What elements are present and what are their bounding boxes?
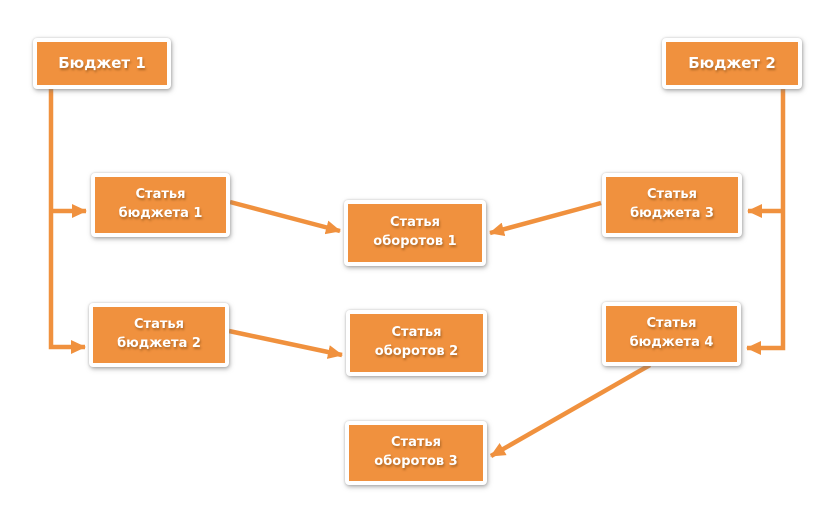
- node-turnover-article-1: Статья оборотов 1: [344, 200, 486, 266]
- node-budget-2: Бюджет 2: [662, 38, 802, 89]
- node-turnover-article-3: Статья оборотов 3: [345, 421, 487, 485]
- node-turnover-article-2: Статья оборотов 2: [346, 310, 487, 376]
- node-budget-article-2: Статья бюджета 2: [89, 303, 229, 367]
- node-label: Бюджет 2: [688, 53, 776, 72]
- node-label: Статья бюджета 3: [630, 187, 714, 221]
- node-label: Статья оборотов 1: [373, 215, 457, 249]
- edge-budget1-to-budget-article2: [48, 89, 86, 354]
- node-budget-article-4: Статья бюджета 4: [602, 302, 741, 366]
- node-label: Статья бюджета 4: [629, 316, 714, 350]
- node-label: Бюджет 1: [58, 53, 146, 72]
- node-label: Статья оборотов 3: [374, 435, 458, 469]
- edge-budget-article3-to-turnover-article1: [489, 200, 602, 237]
- node-budget-article-1: Статья бюджета 1: [91, 173, 230, 237]
- edge-budget-article2-to-turnover-article2: [228, 328, 343, 359]
- edge-budget2-to-budget-article4: [746, 89, 786, 355]
- node-label: Статья бюджета 2: [117, 317, 201, 351]
- node-budget-article-3: Статья бюджета 3: [602, 173, 742, 237]
- node-budget-1: Бюджет 1: [33, 38, 171, 89]
- edge-budget-article1-to-turnover-article1: [229, 199, 341, 235]
- edge-budget-article4-to-turnover-article3: [489, 363, 652, 458]
- node-label: Статья оборотов 2: [374, 325, 459, 359]
- node-label: Статья бюджета 1: [118, 187, 203, 221]
